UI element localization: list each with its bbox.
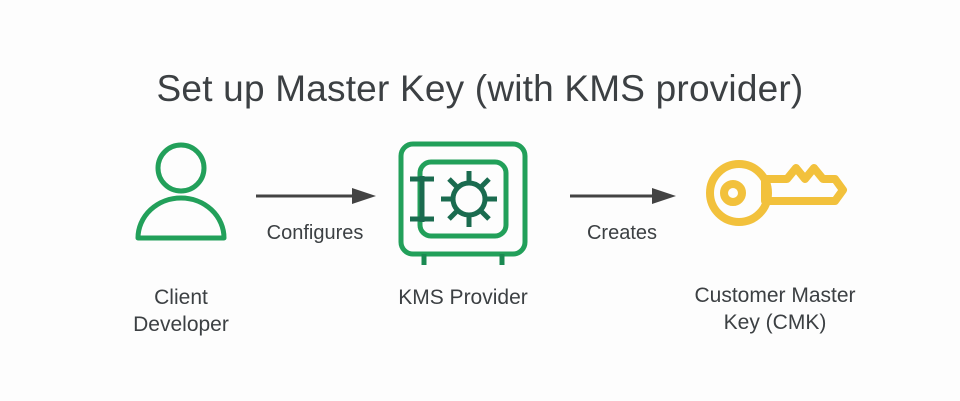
node-kms-provider-caption: KMS Provider bbox=[378, 284, 548, 311]
caption-line-1: Customer Master bbox=[694, 284, 856, 307]
node-client-developer-caption: Client Developer bbox=[96, 284, 266, 338]
caption-line-1: Client bbox=[154, 286, 208, 309]
arrow-right-icon bbox=[570, 188, 676, 204]
node-kms-provider: KMS Provider bbox=[378, 138, 548, 311]
page-title: Set up Master Key (with KMS provider) bbox=[156, 68, 804, 109]
edge-configures-label: Configures bbox=[266, 222, 364, 244]
arrow-right-icon bbox=[256, 188, 376, 204]
safe-icon bbox=[390, 138, 536, 268]
caption-line-1: KMS Provider bbox=[398, 286, 528, 309]
node-client-developer: Client Developer bbox=[96, 138, 266, 338]
node-customer-master-key-caption: Customer Master Key (CMK) bbox=[680, 282, 870, 336]
caption-line-2: Key (CMK) bbox=[723, 311, 827, 334]
edge-creates-label: Creates bbox=[586, 222, 658, 244]
edge-creates: Creates bbox=[566, 186, 678, 245]
edge-configures: Configures bbox=[252, 186, 378, 245]
caption-line-2: Developer bbox=[133, 313, 229, 336]
node-customer-master-key: Customer Master Key (CMK) bbox=[680, 138, 870, 336]
key-icon bbox=[695, 138, 855, 248]
person-icon bbox=[126, 138, 236, 248]
